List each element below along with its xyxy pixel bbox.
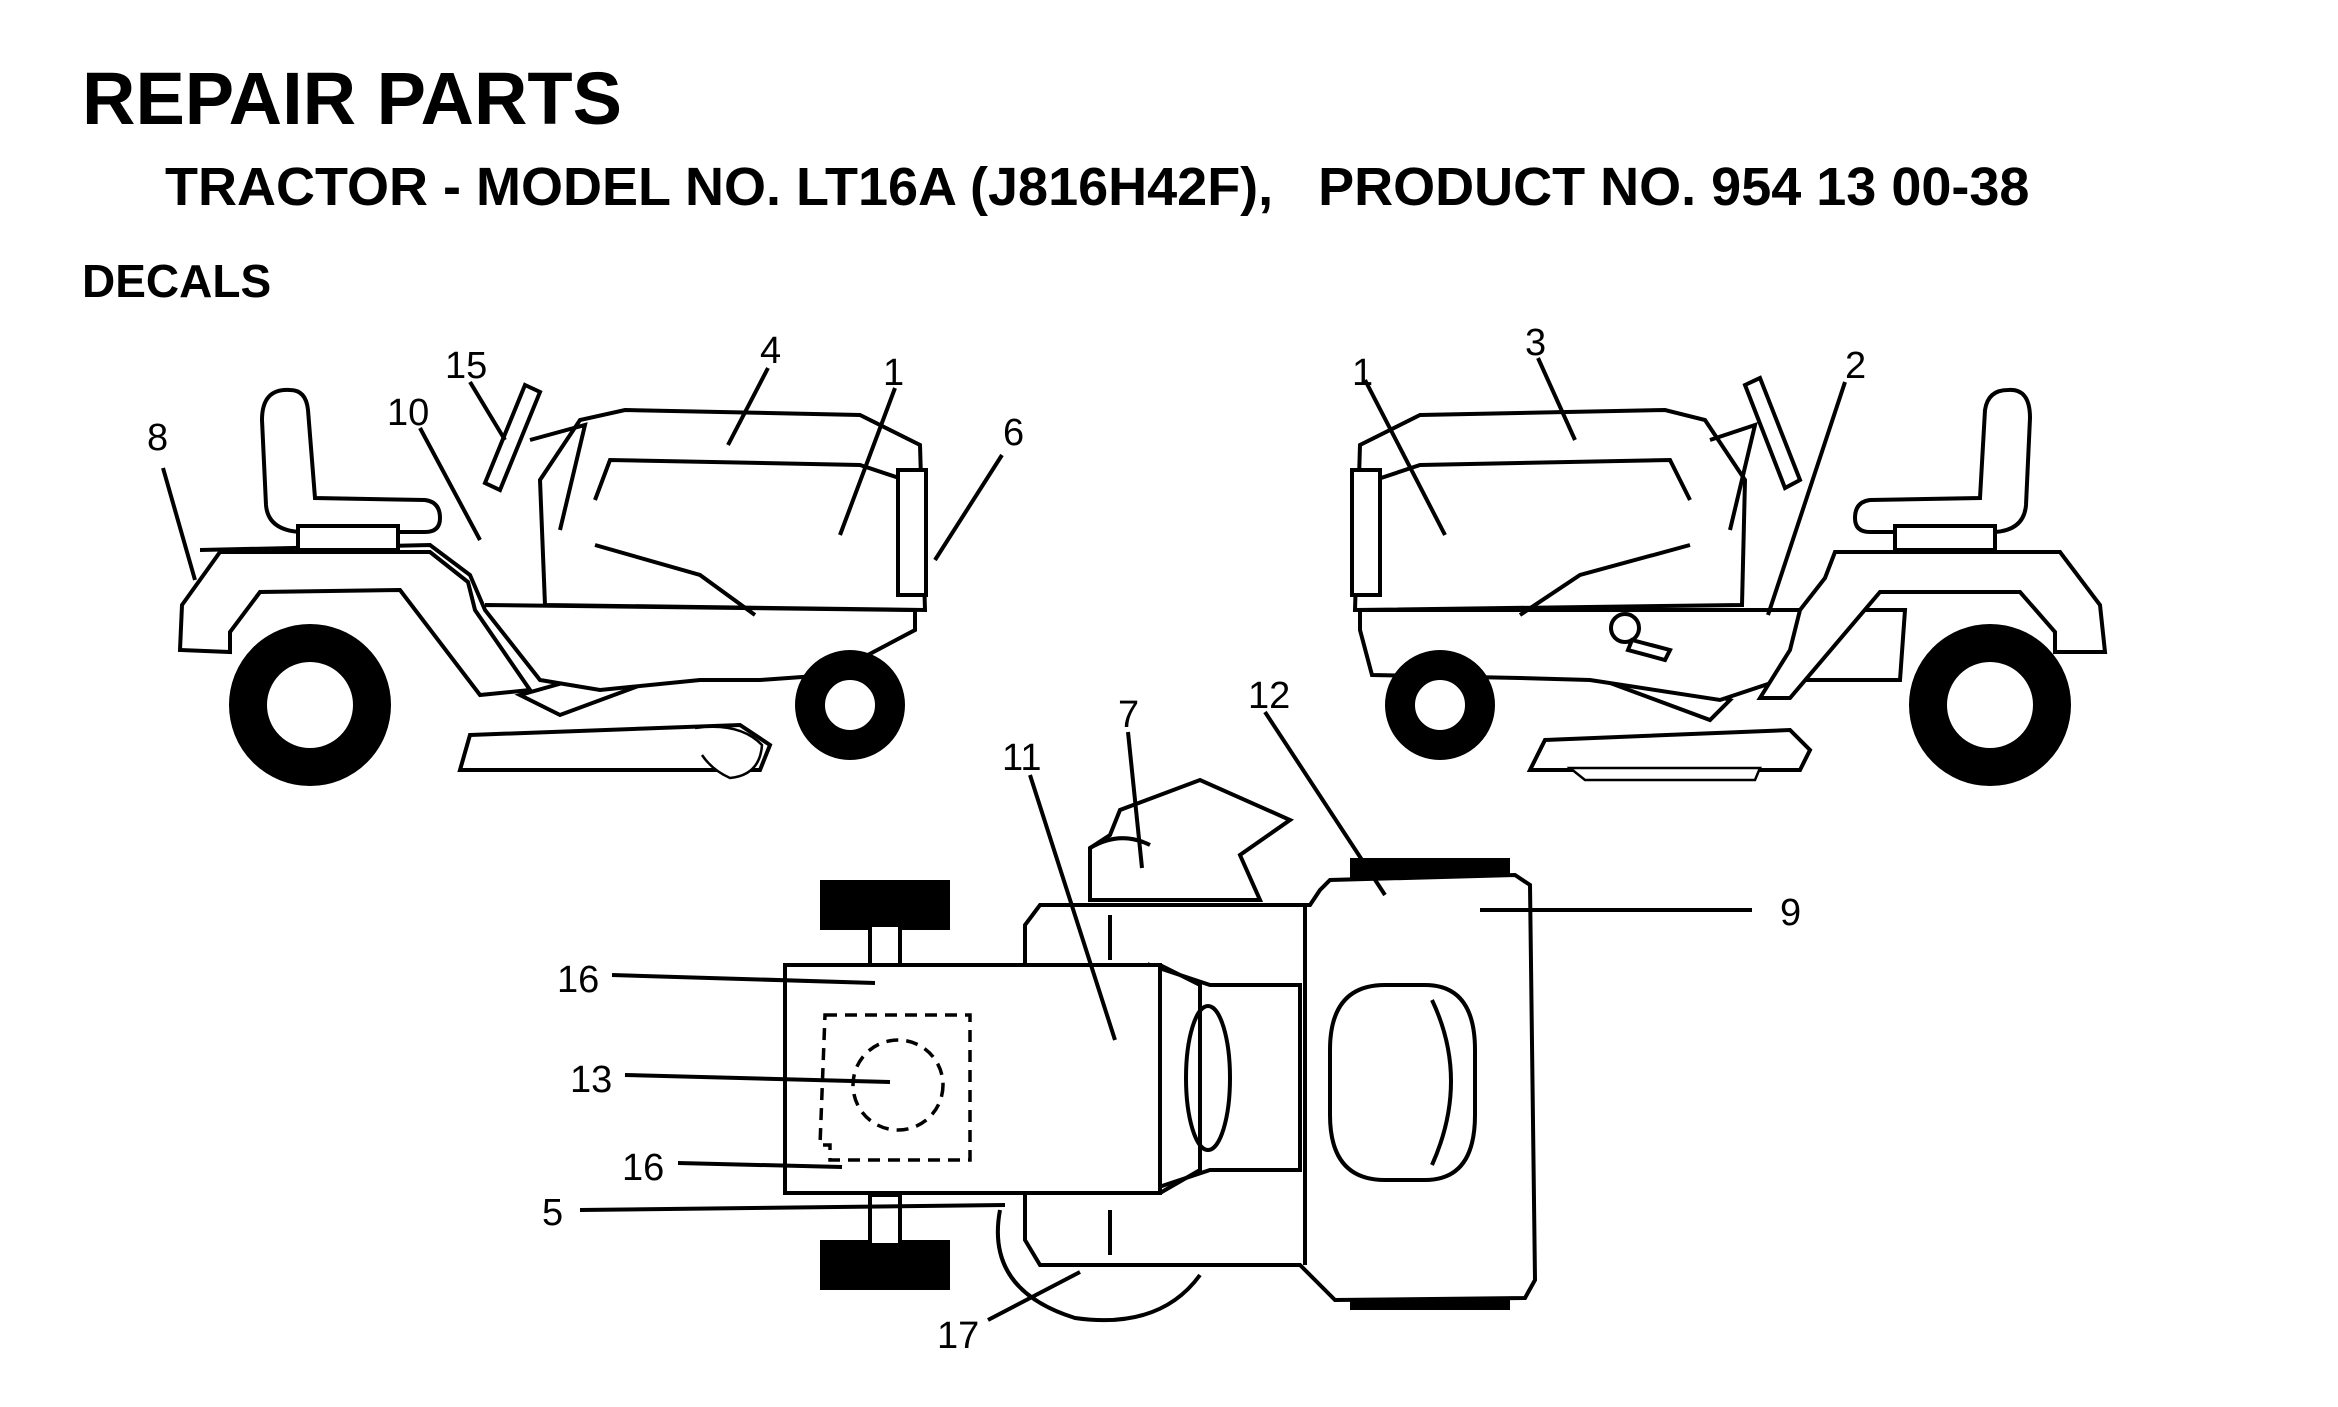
callout-right-view-1: 1 <box>1352 352 1373 394</box>
right-view-seat <box>1852 387 2033 534</box>
right-view-shift-knob <box>1609 612 1641 644</box>
callout-left-view-8: 8 <box>147 417 168 459</box>
leader-top-12 <box>1263 710 1387 897</box>
leader-left-4 <box>726 367 770 446</box>
page-subtitle: TRACTOR - MODEL NO. LT16A (J816H42F), PR… <box>165 157 2030 217</box>
left-view-hood-stripe <box>594 543 757 617</box>
left-view-hood-side <box>593 457 906 501</box>
left-view-deck <box>457 722 773 772</box>
top-view-seat-back <box>1430 999 1453 1166</box>
callout-left-view-1: 1 <box>883 352 904 394</box>
callout-top-view-9: 9 <box>1780 892 1801 934</box>
leader-left-8 <box>161 467 197 581</box>
leader-left-1 <box>838 387 897 536</box>
leader-lines <box>161 357 1847 1322</box>
leader-left-10 <box>418 427 482 541</box>
right-view-fender <box>1756 550 2108 700</box>
top-view-front-wheel-top <box>820 880 950 930</box>
left-view-steering-column <box>529 422 588 531</box>
right-view-steering-wheel <box>1742 375 1803 491</box>
top-view-discharge-chute <box>1088 777 1295 902</box>
leader-top-11 <box>1028 774 1117 1041</box>
callout-left-view-10: 10 <box>387 392 429 434</box>
right-view-grille <box>1350 468 1382 597</box>
leader-top-17 <box>987 1270 1081 1322</box>
top-view-front-wheel-bottom <box>820 1240 950 1290</box>
top-view-chute-arc <box>1088 836 1151 850</box>
top-view-front-axle-top <box>868 923 902 972</box>
right-view-hood-stripe <box>1518 543 1691 617</box>
callout-top-view-16-lower: 16 <box>622 1147 664 1189</box>
leader-top-7 <box>1126 731 1144 869</box>
right-view-seat-post <box>1893 524 1997 552</box>
callout-top-view-16-upper: 16 <box>557 959 599 1001</box>
tractor-left-side-view <box>177 382 928 786</box>
top-view-seat <box>1328 983 1477 1182</box>
top-view-rear-wheel-top <box>1350 858 1510 878</box>
right-view-deck-chute <box>1566 766 1762 782</box>
right-view-deck <box>1526 727 1813 772</box>
top-view-hood-right-edge <box>1159 963 1202 1195</box>
leader-right-3 <box>1536 357 1577 441</box>
callout-top-view-5: 5 <box>542 1192 563 1234</box>
top-view-deck-outline <box>995 1209 1202 1323</box>
callout-top-view-11: 11 <box>1002 737 1041 779</box>
left-view-seat-post <box>296 524 400 552</box>
callout-top-view-7: 7 <box>1118 694 1139 736</box>
right-view-hood <box>1352 407 1748 613</box>
page-title: REPAIR PARTS <box>82 57 622 140</box>
callout-left-view-4: 4 <box>760 330 781 372</box>
top-view-steering-wheel <box>1184 1004 1232 1152</box>
callout-top-view-13: 13 <box>570 1059 612 1101</box>
left-view-rear-wheel <box>229 624 391 786</box>
callout-labels: 1 4 6 8 10 15 1 2 3 5 7 9 11 12 13 16 16… <box>147 322 1866 1357</box>
leader-right-1 <box>1363 379 1447 536</box>
section-heading: DECALS <box>82 255 272 307</box>
left-view-steering-wheel <box>482 382 543 493</box>
left-view-grille <box>896 468 928 597</box>
left-view-front-wheel <box>795 650 905 760</box>
callout-top-view-17: 17 <box>937 1315 979 1357</box>
right-view-steering-column <box>1709 421 1758 531</box>
leader-left-15 <box>468 380 507 442</box>
left-view-deck-chute <box>694 725 764 780</box>
leader-top-13 <box>624 1073 891 1084</box>
callout-left-view-6: 6 <box>1003 412 1024 454</box>
top-view-battery-panel <box>818 1013 972 1162</box>
leader-top-5 <box>579 1203 1006 1212</box>
callout-right-view-2: 2 <box>1845 345 1866 387</box>
right-view-front-wheel <box>1385 650 1495 760</box>
leader-right-2 <box>1766 381 1847 616</box>
callout-right-view-3: 3 <box>1525 322 1546 364</box>
top-view-fuel-cap <box>851 1038 945 1132</box>
right-view-shift-lever <box>1625 637 1673 663</box>
leader-top-16-upper <box>611 973 876 985</box>
callout-top-view-12: 12 <box>1248 675 1290 717</box>
tractor-top-view <box>783 777 1538 1323</box>
leader-left-6 <box>933 453 1004 562</box>
left-view-seat <box>259 387 443 534</box>
top-view-front-axle-bottom <box>868 1193 902 1247</box>
tractor-right-side-view <box>1350 375 2108 786</box>
callout-left-view-15: 15 <box>445 345 487 387</box>
left-view-fender <box>177 550 534 698</box>
right-view-rear-wheel <box>1909 624 2071 786</box>
leader-top-16-lower <box>677 1161 843 1169</box>
right-view-hood-side <box>1374 457 1692 501</box>
